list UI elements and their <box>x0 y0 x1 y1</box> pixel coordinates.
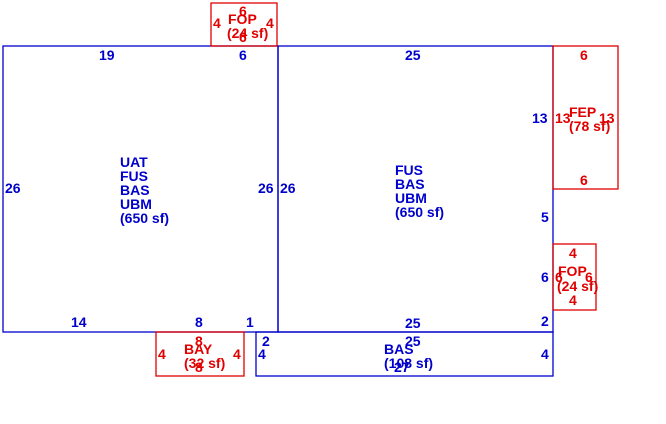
fop-right-dim-bottom: 4 <box>569 292 577 308</box>
bay-outline <box>155 331 245 377</box>
bay-dim-right: 4 <box>233 346 241 362</box>
right-dim-right-d: 2 <box>541 313 549 329</box>
right-dim-right-b: 5 <box>541 209 549 225</box>
bottom-bas-dim-right: 4 <box>541 346 549 362</box>
fop-right-dim-top: 4 <box>569 245 577 261</box>
bottom-bas-size: (108 sf) <box>384 355 433 371</box>
fop-right-label: FOP <box>558 263 587 279</box>
right-area-line-2: BAS <box>395 176 425 192</box>
bay-appendage: BAY (32 sf) 8 4 4 8 <box>155 331 245 377</box>
left-dim-top-b: 6 <box>239 47 247 63</box>
fop-right-dim-right: 6 <box>585 269 593 285</box>
bay-label: BAY <box>184 341 213 357</box>
right-dim-right-c: 6 <box>541 269 549 285</box>
left-dim-left: 26 <box>5 180 21 196</box>
fop-top-size: (24 sf) <box>227 25 268 41</box>
right-dim-left: 26 <box>280 180 296 196</box>
fep-appendage: FEP (78 sf) 6 13 13 6 <box>552 45 619 190</box>
right-dim-bottom: 25 <box>405 315 421 331</box>
fop-right-outline <box>552 243 597 311</box>
bay-dim-left: 4 <box>158 346 166 362</box>
left-area-size: (650 sf) <box>120 210 169 226</box>
right-area-size: (650 sf) <box>395 204 444 220</box>
fep-dim-bottom: 6 <box>580 172 588 188</box>
fep-dim-right: 13 <box>599 110 615 126</box>
bottom-bas-dim-top-a: 2 <box>262 333 270 349</box>
fop-top-dim-top: 6 <box>239 3 247 19</box>
fop-right-dim-left: 6 <box>555 269 563 285</box>
bottom-bas-dim-bottom: 27 <box>394 359 410 375</box>
left-area-line-4: UBM <box>120 196 152 212</box>
left-dim-bottom-a: 14 <box>71 314 87 330</box>
left-area-line-2: FUS <box>120 168 148 184</box>
fop-top-label: FOP <box>228 11 257 27</box>
right-dim-right-a: 13 <box>532 110 548 126</box>
left-area-line-3: BAS <box>120 182 150 198</box>
fop-top-outline <box>210 2 278 47</box>
fop-top-dim-left: 4 <box>213 15 221 31</box>
left-area: UAT FUS BAS UBM (650 sf) 19 6 26 26 14 8… <box>2 45 279 333</box>
bottom-bas-dim-top-b: 25 <box>405 333 421 349</box>
bay-size: (32 sf) <box>184 355 225 371</box>
left-dim-bottom-c: 1 <box>246 314 254 330</box>
bottom-bas-outline <box>255 331 554 377</box>
right-area: FUS BAS UBM (650 sf) 25 26 25 13 5 6 2 <box>277 45 554 333</box>
left-area-line-1: UAT <box>120 154 148 170</box>
fep-label: FEP <box>569 104 596 120</box>
fop-top-dim-right: 4 <box>266 15 274 31</box>
left-dim-top-a: 19 <box>99 47 115 63</box>
bay-dim-top: 8 <box>195 333 203 349</box>
fep-dim-left: 13 <box>555 110 571 126</box>
fop-top-appendage: FOP (24 sf) 6 4 4 6 <box>210 2 278 47</box>
right-area-line-1: FUS <box>395 162 423 178</box>
bay-dim-bottom: 8 <box>195 359 203 375</box>
fep-outline <box>552 45 619 190</box>
bottom-bas-dim-left: 4 <box>258 346 266 362</box>
left-dim-right: 26 <box>258 180 274 196</box>
left-dim-bottom-b: 8 <box>195 314 203 330</box>
right-area-line-3: UBM <box>395 190 427 206</box>
fop-right-appendage: FOP (24 sf) 4 6 6 4 <box>552 243 598 311</box>
bottom-bas-area: BAS (108 sf) 2 25 4 4 27 <box>255 331 554 377</box>
fop-top-dim-bottom: 6 <box>239 29 247 45</box>
right-dim-top: 25 <box>405 47 421 63</box>
fep-size: (78 sf) <box>569 118 610 134</box>
fep-dim-top: 6 <box>580 47 588 63</box>
fop-right-size: (24 sf) <box>557 278 598 294</box>
bottom-bas-label: BAS <box>384 341 414 357</box>
